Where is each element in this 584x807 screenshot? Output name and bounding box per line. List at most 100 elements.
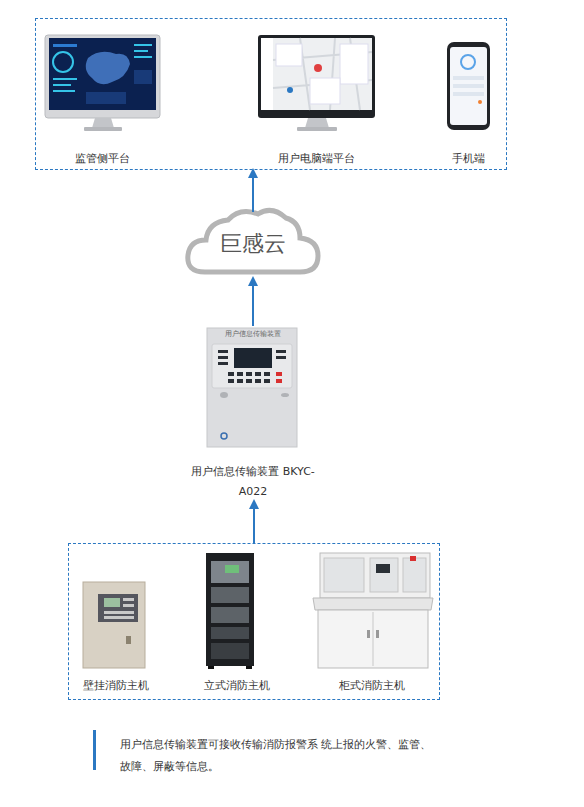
phone-row bbox=[453, 76, 484, 80]
console-panel bbox=[320, 553, 430, 598]
screen-card bbox=[310, 78, 340, 104]
panel-key bbox=[123, 604, 134, 607]
console-module bbox=[403, 558, 426, 592]
rack-body bbox=[206, 553, 254, 666]
screen-sidebar bbox=[261, 38, 273, 110]
door-handle bbox=[367, 630, 370, 638]
monitor-screen bbox=[261, 38, 372, 110]
monitor-base bbox=[297, 127, 337, 131]
panel-key bbox=[104, 616, 134, 619]
node-label: 巨感云 bbox=[185, 230, 321, 258]
key bbox=[218, 362, 228, 365]
node-label: 用户电脑端平台 bbox=[255, 151, 379, 167]
device-body bbox=[207, 328, 297, 447]
door-handle bbox=[376, 630, 379, 638]
device-node: 用户电脑端平台 bbox=[255, 30, 379, 168]
screen-bar bbox=[53, 90, 75, 92]
key bbox=[237, 372, 243, 376]
user-pc-monitor bbox=[258, 35, 375, 131]
wall-mounted-host bbox=[83, 582, 145, 668]
alarm-key bbox=[276, 372, 282, 376]
cabinet-lock bbox=[126, 636, 131, 644]
screen-bar bbox=[134, 50, 148, 52]
key bbox=[255, 379, 261, 383]
screen-card bbox=[276, 44, 302, 66]
screen-ring bbox=[53, 52, 73, 72]
node-label: 壁挂消防主机 bbox=[76, 678, 156, 694]
node-label: 立式消防主机 bbox=[196, 678, 278, 694]
console-screen bbox=[376, 564, 390, 573]
node-label: 手机端 bbox=[440, 151, 498, 167]
key bbox=[264, 379, 270, 383]
device-node: 壁挂消防主机 bbox=[76, 560, 156, 696]
console-indicator bbox=[410, 556, 416, 561]
device-logo bbox=[221, 433, 227, 439]
cloud-node: 巨感云 bbox=[185, 212, 321, 278]
cabinet-body bbox=[83, 582, 145, 668]
arrow-connector bbox=[253, 501, 255, 543]
supervision-monitor bbox=[45, 35, 160, 131]
map-marker bbox=[287, 87, 293, 93]
caption-bar bbox=[93, 730, 96, 770]
map-shape bbox=[86, 52, 130, 85]
screen-panel bbox=[134, 70, 152, 84]
key bbox=[218, 356, 228, 359]
screen-card bbox=[340, 44, 368, 84]
phone-dot bbox=[478, 100, 482, 104]
rack-wheel bbox=[246, 666, 252, 669]
key bbox=[228, 379, 234, 383]
mobile-phone bbox=[447, 42, 490, 130]
rack-unit bbox=[211, 627, 249, 639]
monitor-neck bbox=[92, 118, 114, 128]
caption-text: 用户信息传输装置可接收传输消防报警系 统上报的火警、监管、 故障、屏蔽等信息。 bbox=[120, 734, 440, 778]
monitor-frame bbox=[258, 35, 375, 118]
door-seam bbox=[373, 612, 374, 666]
key bbox=[246, 379, 252, 383]
monitor-screen bbox=[49, 38, 156, 110]
node-label: 用户信息传输装置 BKYC-A022 bbox=[190, 462, 316, 502]
rack-screen bbox=[225, 565, 239, 573]
standing-host bbox=[206, 553, 254, 669]
group-box: 壁挂消防主机 立式消防主机 柜式消防主机 bbox=[68, 543, 440, 700]
device-node: 柜式消防主机 bbox=[308, 550, 436, 696]
monitor-frame bbox=[45, 35, 160, 118]
key bbox=[276, 350, 286, 353]
device-node: 监管侧平台 bbox=[45, 30, 161, 168]
screen-bar bbox=[53, 78, 77, 80]
transmission-device bbox=[207, 328, 297, 447]
device-keypad bbox=[218, 350, 286, 383]
screen-bar bbox=[53, 84, 71, 86]
console-module bbox=[370, 558, 398, 592]
device-node: 立式消防主机 bbox=[196, 550, 278, 696]
device-screen bbox=[234, 348, 272, 368]
screen-bar bbox=[134, 56, 152, 58]
device-node: 用户信息传输装置用户信息传输装置 BKYC-A022 bbox=[190, 326, 316, 501]
phone-screen bbox=[450, 47, 487, 125]
key bbox=[255, 372, 261, 376]
console-cabinet bbox=[318, 610, 428, 668]
rack-unit bbox=[211, 643, 249, 659]
map-marker bbox=[314, 64, 322, 72]
phone-body bbox=[447, 42, 490, 130]
console-module bbox=[324, 558, 364, 592]
node-label: 柜式消防主机 bbox=[308, 678, 436, 694]
key bbox=[264, 372, 270, 376]
device-vent bbox=[281, 393, 289, 397]
panel-key bbox=[123, 598, 134, 601]
device-panel bbox=[212, 344, 292, 388]
rack-unit bbox=[211, 587, 249, 603]
key bbox=[237, 379, 243, 383]
phone-row bbox=[453, 84, 484, 88]
device-lock bbox=[220, 392, 228, 398]
key bbox=[276, 356, 286, 359]
monitor-neck bbox=[305, 118, 329, 128]
rack-unit bbox=[211, 561, 249, 583]
group-box: 监管侧平台用户电脑端平台 手机端 bbox=[35, 18, 507, 170]
monitor-base bbox=[84, 127, 122, 131]
panel-screen bbox=[104, 598, 120, 607]
arrow-connector bbox=[252, 278, 254, 326]
alarm-key bbox=[276, 379, 282, 383]
key bbox=[228, 372, 234, 376]
node-label: 用户信息传输装置 bbox=[190, 330, 316, 339]
